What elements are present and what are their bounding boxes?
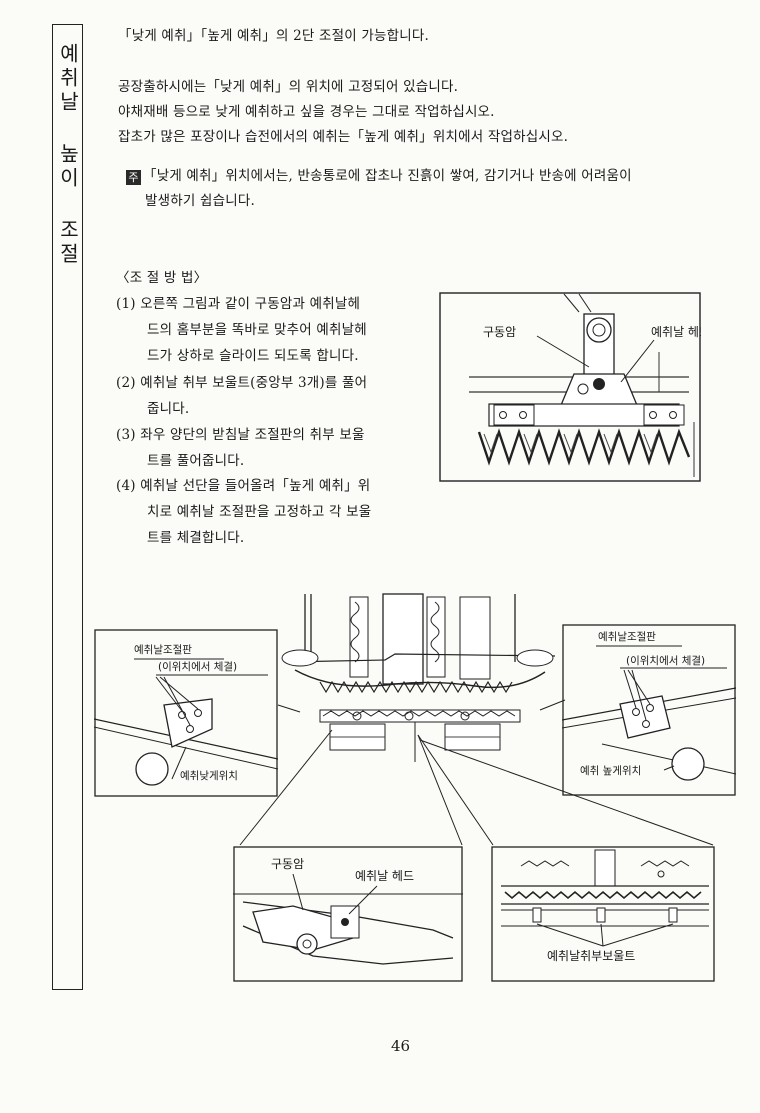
figure-bottom-left-label-head: 예취날 헤드 bbox=[355, 869, 414, 883]
note-badge: 주 bbox=[126, 170, 141, 185]
step-2-line-2: 줍니다. bbox=[147, 401, 190, 417]
figure-blade-bolts-detail: 예취날취부보울트 bbox=[491, 846, 715, 982]
figure-bottom-right-label-bolt: 예취날취부보울트 bbox=[547, 949, 635, 963]
page-number: 46 bbox=[391, 1037, 411, 1055]
figure-right-label-plate: 예취날조절판 bbox=[598, 630, 656, 643]
step-1-line-1: (1) 오른쪽 그림과 같이 구동암과 예취날헤 bbox=[116, 296, 361, 312]
figure-bottom-left-label-arm: 구동암 bbox=[271, 857, 304, 871]
method-heading: 〈조 절 방 법〉 bbox=[116, 270, 208, 286]
figure-right-label-high: 예취 높게위치 bbox=[580, 764, 641, 777]
note-line-2: 발생하기 쉽습니다. bbox=[145, 193, 255, 209]
step-4-line-1: (4) 예취날 선단을 들어올려「높게 예취」위 bbox=[116, 478, 371, 494]
figure-top-label-head: 예취날 헤드 bbox=[651, 325, 701, 339]
figure-high-position: 예취날조절판 (이위치에서 체결) 예취 높게위치 bbox=[562, 624, 736, 796]
step-4-line-3: 트를 체결합니다. bbox=[147, 530, 245, 546]
step-1-line-3: 드가 상하로 슬라이드 되도록 합니다. bbox=[147, 348, 359, 364]
note-line-1: 주「낮게 예취」위치에서는, 반송통로에 잡초나 진흙이 쌓여, 감기거나 반송… bbox=[126, 164, 632, 185]
intro-line-2: 공장출하시에는「낮게 예취」의 위치에 고정되어 있습니다. bbox=[118, 79, 459, 95]
intro-line-4: 잡초가 많은 포장이나 습전에서의 예취는「높게 예취」위치에서 작업하십시오. bbox=[118, 129, 569, 145]
figure-arm-head-alignment: 구동암 예취날 헤드 bbox=[439, 292, 701, 482]
note-text-1: 「낮게 예취」위치에서는, 반송통로에 잡초나 진흙이 쌓여, 감기거나 반송에… bbox=[143, 168, 632, 184]
figure-left-label-low: 예취낮게위치 bbox=[180, 769, 238, 782]
step-4-line-2: 치로 예취날 조절판을 고정하고 각 보울 bbox=[147, 504, 372, 520]
figure-left-label-plate: 예취날조절판 bbox=[134, 643, 192, 656]
intro-line-1: 「낮게 예취」「높게 예취」의 2단 조절이 가능합니다. bbox=[118, 28, 429, 44]
section-side-tab: 예취날 높이 조절 bbox=[52, 24, 83, 990]
step-3-line-2: 트를 풀어줍니다. bbox=[147, 453, 245, 469]
intro-line-3: 야채재배 등으로 낮게 예취하고 싶을 경우는 그대로 작업하십시오. bbox=[118, 104, 495, 120]
step-1-line-2: 드의 홈부분을 똑바로 맞추어 예취날헤 bbox=[147, 322, 367, 338]
figure-header-overview bbox=[275, 592, 565, 764]
figure-arm-head-detail: 구동암 예취날 헤드 bbox=[233, 846, 463, 982]
section-title: 예취날 높이 조절 bbox=[56, 43, 80, 267]
figure-right-label-fasten: (이위치에서 체결) bbox=[626, 654, 705, 667]
figure-low-position: 예취날조절판 (이위치에서 체결) 예취낮게위치 bbox=[94, 629, 278, 797]
step-3-line-1: (3) 좌우 양단의 받침날 조절판의 취부 보울 bbox=[116, 427, 365, 443]
figure-left-label-fasten: (이위치에서 체결) bbox=[158, 660, 237, 673]
step-2-line-1: (2) 예취날 취부 보울트(중앙부 3개)를 풀어 bbox=[116, 375, 368, 391]
figure-top-label-arm: 구동암 bbox=[483, 325, 516, 339]
